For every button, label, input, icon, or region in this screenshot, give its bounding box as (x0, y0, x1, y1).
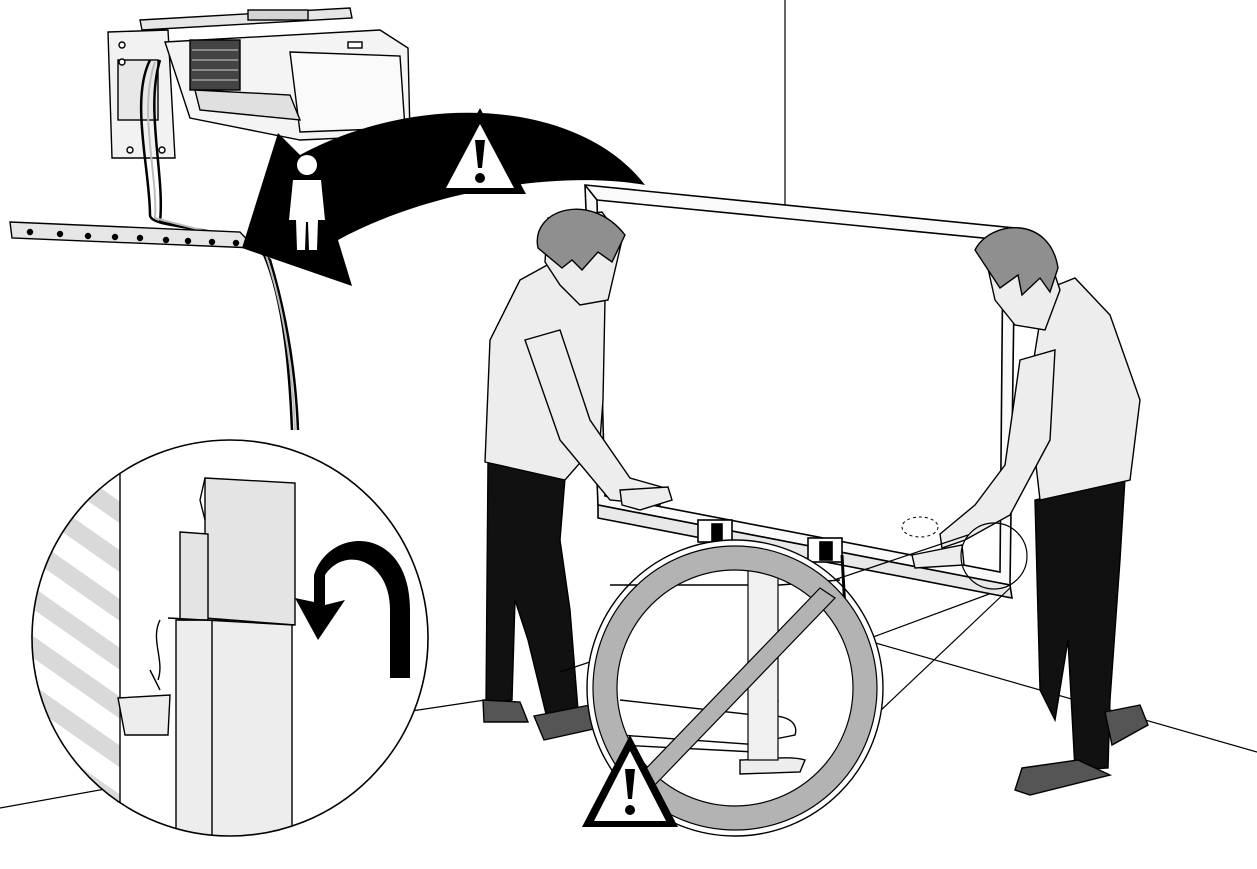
wall-rail (10, 222, 255, 248)
detail-inset (20, 430, 428, 860)
persons-multiplier: ×2 (348, 171, 382, 204)
